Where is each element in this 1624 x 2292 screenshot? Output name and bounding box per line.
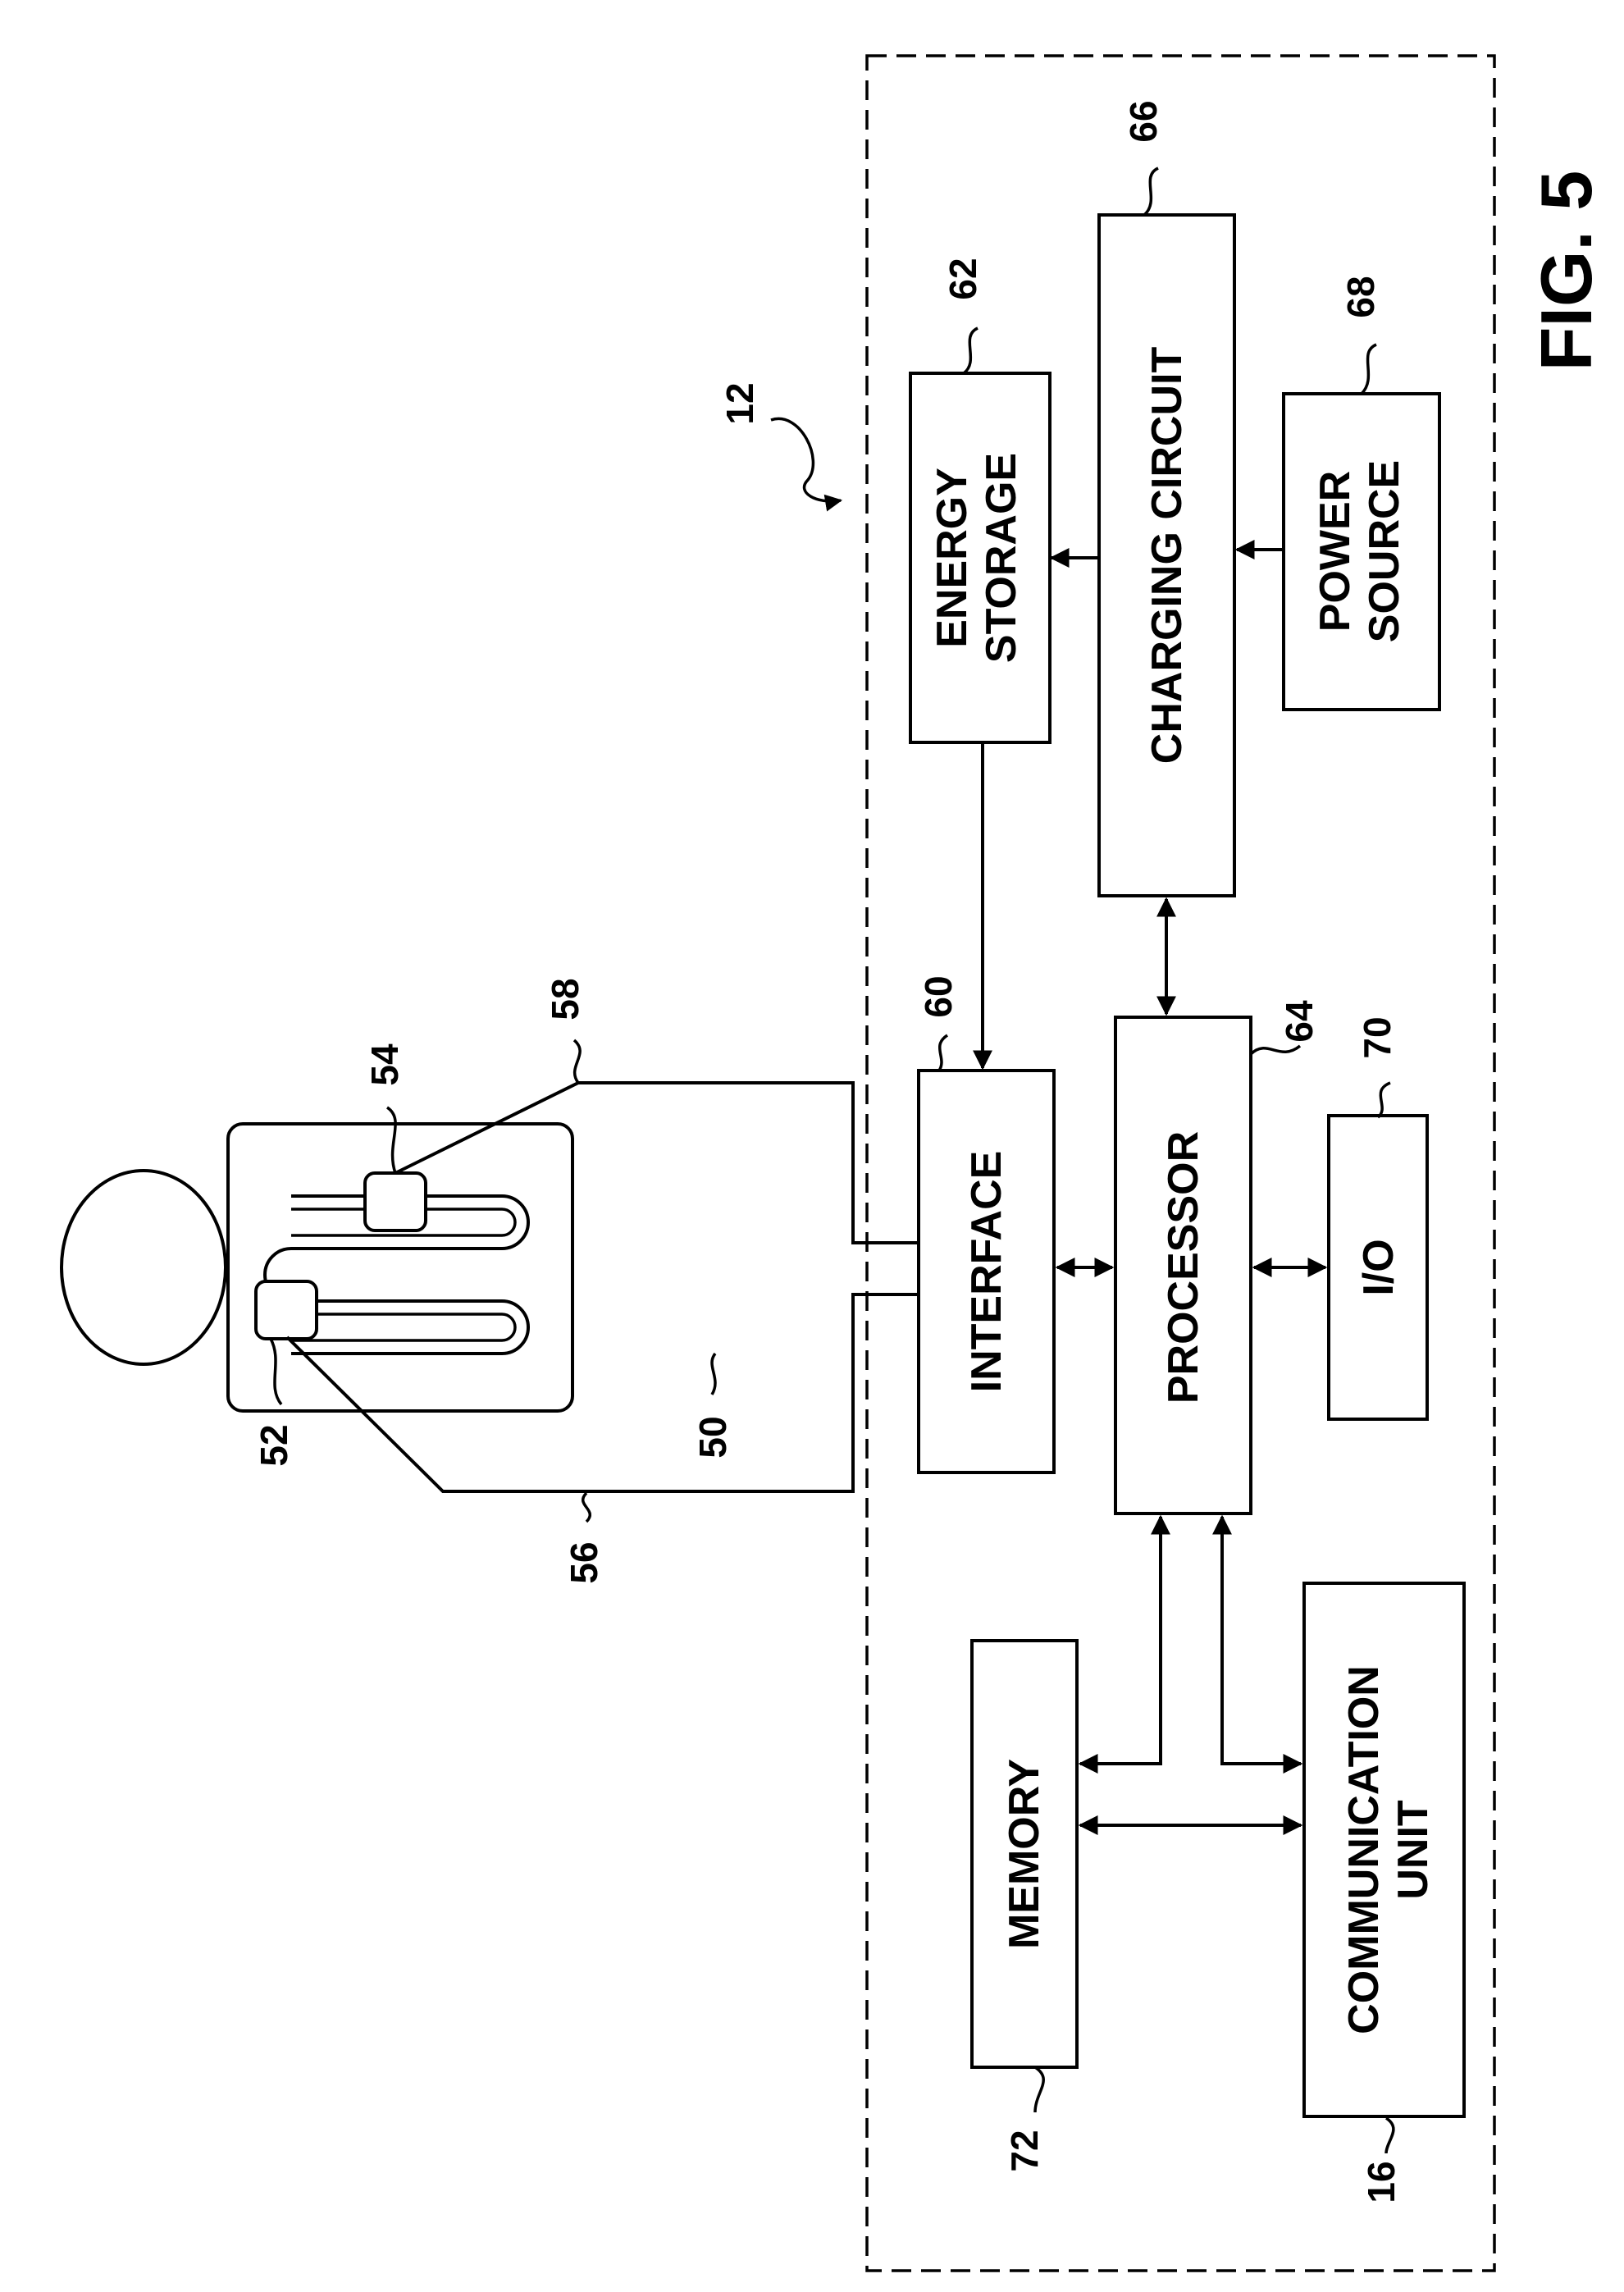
ref-62: 62 — [942, 258, 984, 299]
ref-52: 52 — [253, 1424, 295, 1466]
ref-12: 12 — [718, 382, 761, 424]
power-source-label-2: SOURCE — [1361, 460, 1408, 642]
ref-58: 58 — [544, 978, 586, 1020]
ref-66: 66 — [1122, 100, 1165, 142]
figure-label: FIG. 5 — [1526, 171, 1607, 372]
power-source-label-1: POWER — [1312, 471, 1359, 632]
ref-60: 60 — [917, 975, 960, 1017]
ref-72: 72 — [1003, 2130, 1046, 2171]
ref-50: 50 — [691, 1416, 734, 1458]
memory-label: MEMORY — [1001, 1759, 1048, 1949]
charging-circuit-label: CHARGING CIRCUIT — [1143, 347, 1191, 765]
energy-storage-label-2: STORAGE — [978, 453, 1025, 663]
electrode-52 — [256, 1281, 317, 1339]
ref-70: 70 — [1356, 1016, 1398, 1058]
lead-56 — [287, 1294, 919, 1491]
io-label: I/O — [1355, 1239, 1403, 1295]
patient-figure — [62, 1083, 919, 1491]
ref-64: 64 — [1278, 1000, 1321, 1043]
electrode-54 — [365, 1173, 426, 1230]
ref-56: 56 — [563, 1541, 605, 1583]
patient-head — [62, 1171, 226, 1364]
lead-58 — [395, 1083, 919, 1243]
communication-unit-label-2: UNIT — [1389, 1800, 1437, 1900]
ref-16: 16 — [1360, 2161, 1403, 2203]
energy-storage-label-1: ENERGY — [928, 468, 976, 648]
communication-unit-label-1: COMMUNICATION — [1340, 1665, 1388, 2034]
patient-torso — [228, 1124, 573, 1411]
processor-label: PROCESSOR — [1160, 1131, 1207, 1404]
ref-54: 54 — [363, 1043, 406, 1086]
ref-68: 68 — [1339, 276, 1382, 317]
interface-label: INTERFACE — [963, 1151, 1010, 1393]
